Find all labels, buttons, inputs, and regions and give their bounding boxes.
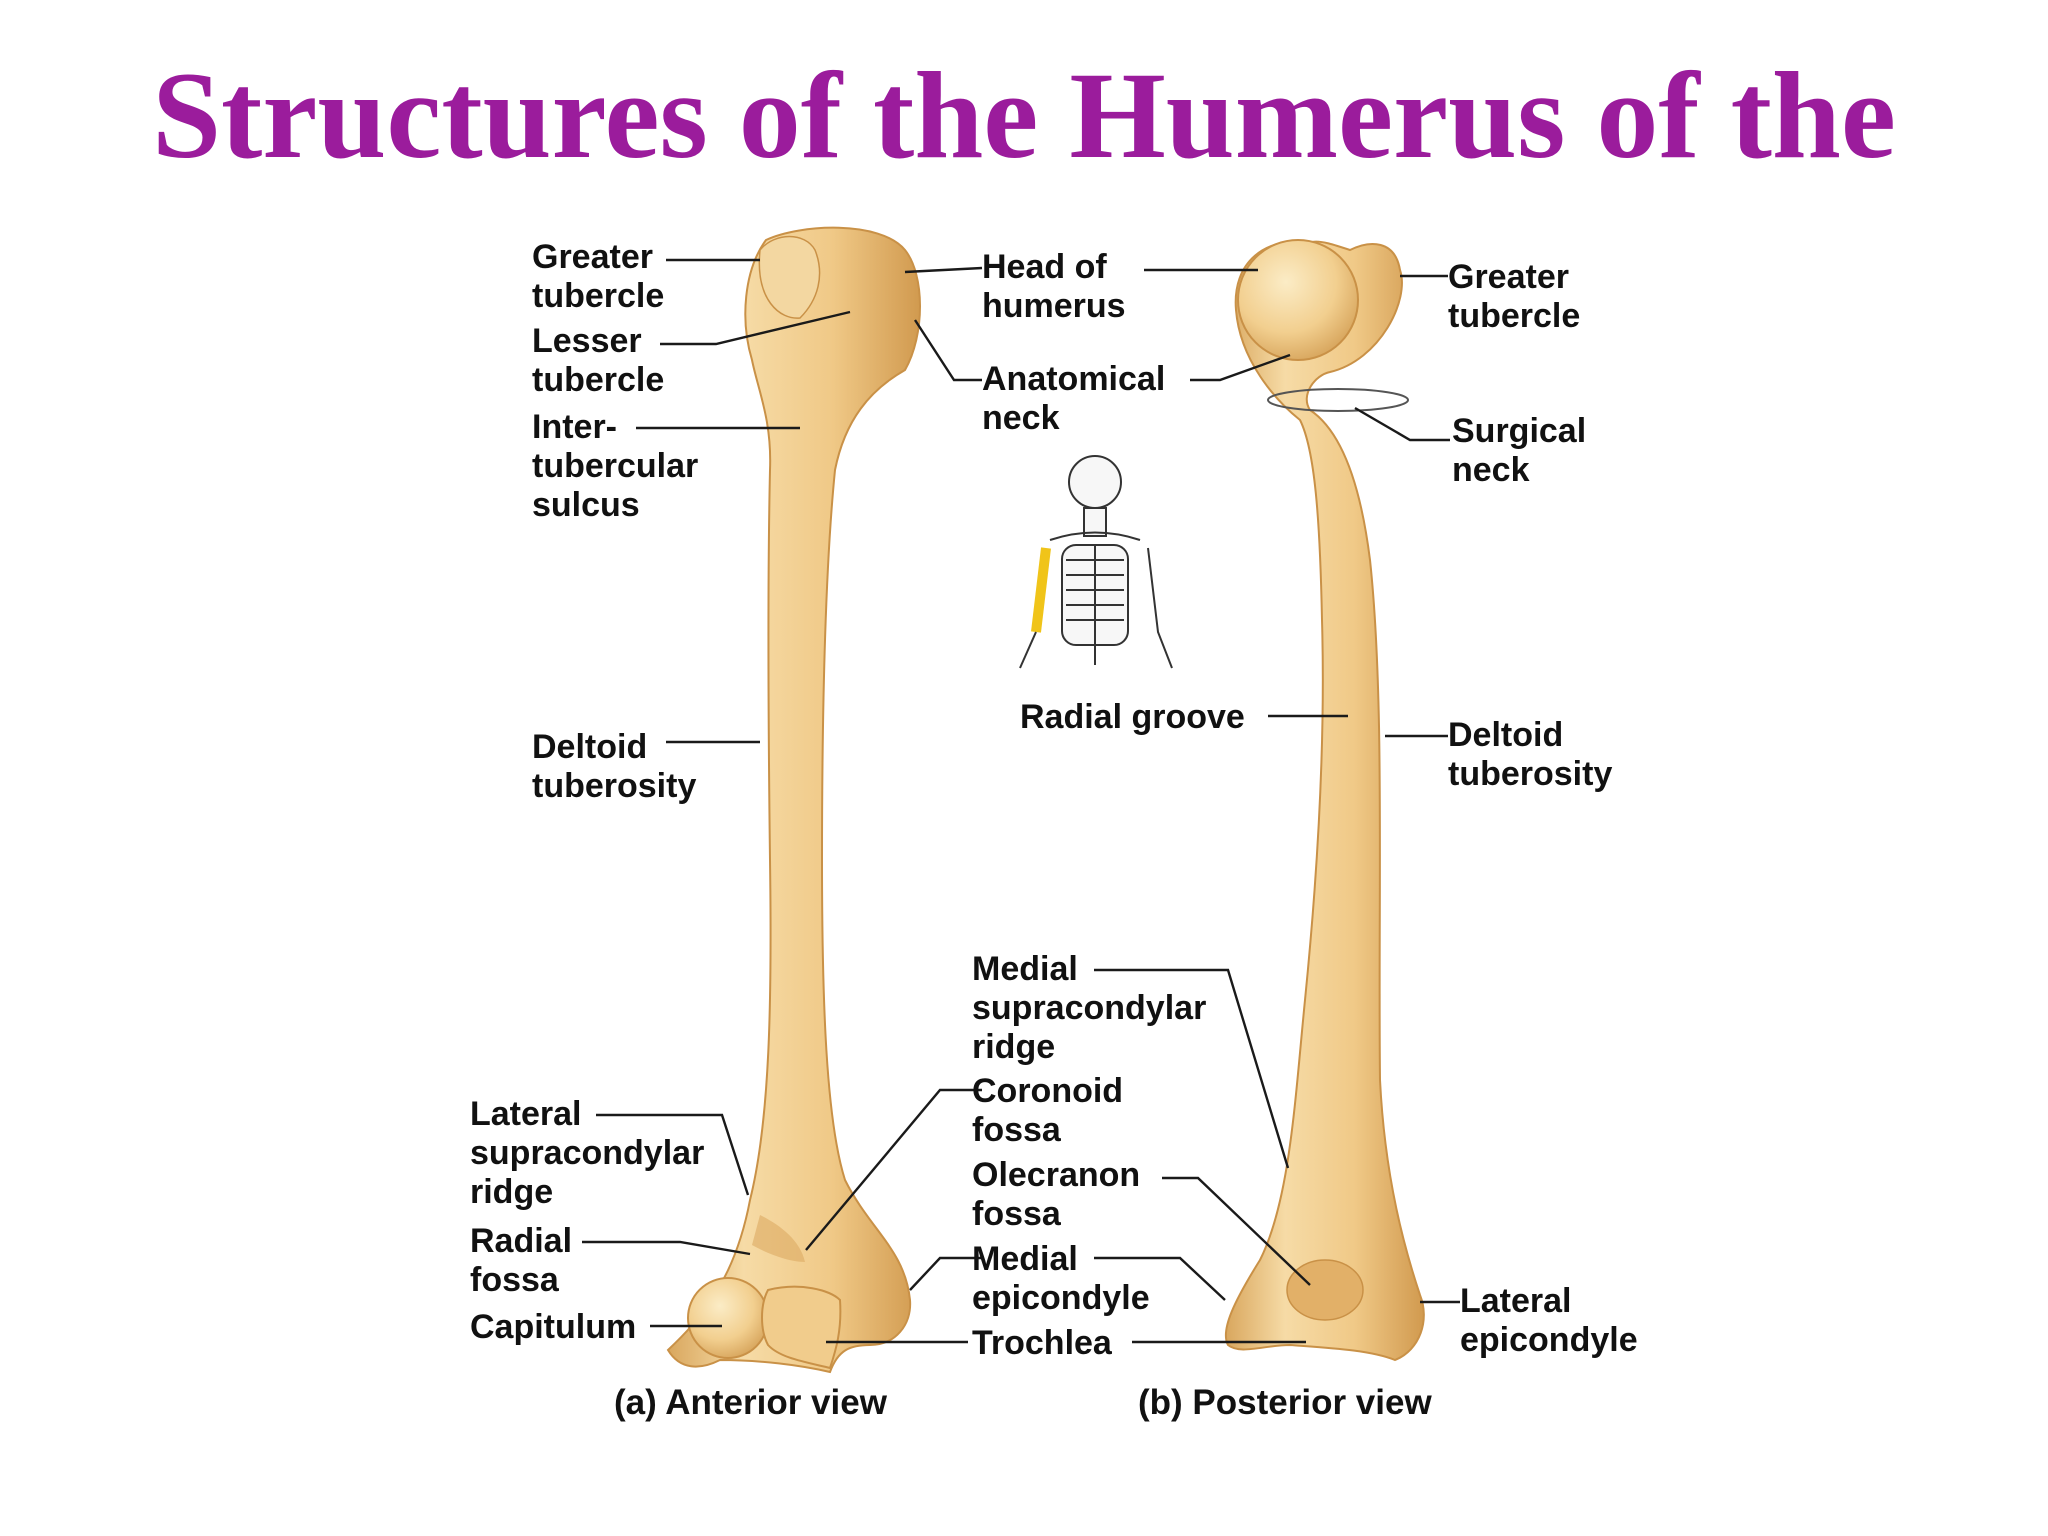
label-olecranon-fossa: Olecranon fossa (972, 1156, 1150, 1233)
label-anterior-greater-tubercle: Greater tubercle (532, 238, 664, 315)
center-leader-lines (805, 266, 1348, 1344)
label-medial-epicondyle: Medial epicondyle (972, 1240, 1150, 1317)
caption-anterior-view: (a) Anterior view (614, 1383, 888, 1422)
label-surgical-neck: Surgical neck (1452, 412, 1596, 489)
slide-title: Structures of the Humerus of the (152, 47, 1896, 184)
anterior-leader-lines (582, 258, 851, 1328)
posterior-humerus (1224, 239, 1425, 1362)
anterior-greater-tubercle-shape (758, 235, 821, 319)
label-anterior-deltoid-tuberosity: Deltoid tuberosity (532, 728, 696, 805)
label-trochlea: Trochlea (972, 1324, 1113, 1362)
label-medial-supracondylar-ridge: Medial supracondylar ridge (972, 950, 1216, 1066)
label-radial-fossa: Radial fossa (470, 1222, 582, 1299)
label-posterior-deltoid-tuberosity: Deltoid tuberosity (1448, 716, 1612, 793)
label-posterior-greater-tubercle: Greater tubercle (1448, 258, 1580, 335)
capitulum-shape (687, 1277, 769, 1359)
posterior-head-shape (1237, 239, 1359, 361)
label-head-of-humerus: Head of humerus (982, 248, 1126, 325)
surgical-neck-ring (1267, 388, 1409, 412)
anterior-humerus (666, 226, 921, 1374)
highlighted-humerus-icon (1031, 547, 1051, 633)
label-lateral-epicondyle: Lateral epicondyle (1460, 1282, 1638, 1359)
anterior-fossa-shadow (752, 1215, 805, 1262)
label-intertubercular-sulcus: Inter- tubercular sulcus (532, 408, 708, 524)
posterior-leader-lines (1354, 274, 1460, 1304)
label-anatomical-neck: Anatomical neck (982, 360, 1175, 437)
anterior-humerus-bone (666, 226, 921, 1374)
label-radial-groove: Radial groove (1020, 698, 1245, 736)
caption-posterior-view: (b) Posterior view (1138, 1383, 1432, 1422)
trochlea-shape (761, 1285, 842, 1370)
olecranon-fossa-shape (1286, 1259, 1364, 1321)
posterior-humerus-bone (1224, 240, 1425, 1362)
label-capitulum: Capitulum (470, 1308, 636, 1346)
label-coronoid-fossa: Coronoid fossa (972, 1072, 1133, 1149)
label-lesser-tubercle: Lesser tubercle (532, 322, 664, 399)
label-lateral-supracondylar-ridge: Lateral supracondylar ridge (470, 1095, 714, 1211)
skeleton-reference (1019, 455, 1173, 669)
